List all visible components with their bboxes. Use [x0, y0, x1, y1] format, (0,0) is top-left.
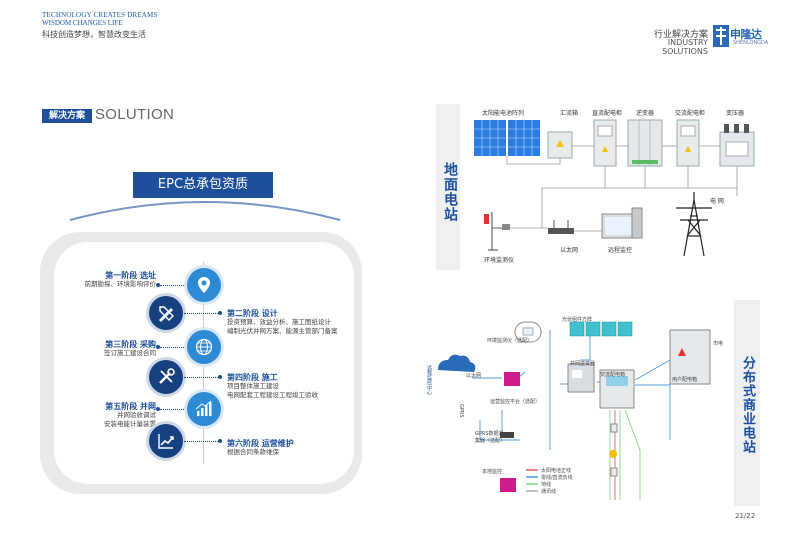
step2-desc-2: 编制光伏并网方案、能源主管部门备案	[227, 327, 338, 335]
solar-panel-icon	[474, 120, 540, 156]
location-pin-icon	[187, 268, 221, 302]
distributed-side-band	[734, 300, 760, 506]
tagline-en-1: TECHNOLOGY CREATES DREAMS	[42, 11, 158, 19]
socket-icon	[610, 423, 618, 433]
dist-label-pv-array: 光伏组件方阵	[562, 317, 593, 323]
wrench-screwdriver-icon	[149, 360, 183, 394]
section-title-cn: 行业解决方案	[653, 30, 708, 40]
dist-label-env-monitor: 环境监测仪（选配）	[487, 338, 533, 344]
ground-label-ethernet: 以太网	[560, 247, 579, 254]
computer-monitor-icon	[601, 207, 643, 239]
dist-label-ethernet: 以太网	[466, 373, 482, 379]
legend-item-2: 零线/直流负线	[541, 475, 573, 481]
bulb-icon	[609, 450, 617, 458]
step1-dot	[156, 283, 160, 287]
tagline-cn: 科技创造梦想，智慧改变生活	[42, 30, 146, 39]
step5-connector	[160, 409, 186, 410]
cloud-icon	[438, 354, 476, 372]
step5-dot	[156, 407, 160, 411]
ground-side-band	[436, 104, 460, 270]
dist-label-local-monitor: 本地监控	[482, 469, 503, 475]
power-pylon-icon	[676, 192, 712, 257]
dist-label-user-cabinet: 用户配电箱	[672, 377, 698, 383]
step3-dot	[156, 345, 160, 349]
ground-label-transformer: 变压器	[726, 110, 745, 117]
step4-dot	[218, 375, 222, 379]
step1-title: 第一阶段 选址	[105, 271, 156, 280]
design-tools-icon	[149, 296, 183, 330]
dist-label-utility: 市电	[713, 341, 724, 347]
step4-desc-1: 项目整体施工建设	[227, 382, 279, 390]
distributed-station-diagram	[438, 321, 711, 500]
globe-icon	[187, 330, 221, 364]
step6-title: 第六阶段 运营维护	[227, 439, 294, 448]
ground-label-dc-cabinet: 直流配电柜	[592, 110, 623, 117]
ground-label-combiner: 汇流箱	[560, 110, 579, 117]
legend-item-3: 地线	[541, 482, 552, 488]
growth-chart-icon	[149, 424, 183, 458]
step4-connector	[184, 377, 218, 378]
brand-sub: SHENLONGDA	[733, 40, 769, 46]
dist-label-ops-platform: 运营监控平台（选配）	[490, 399, 541, 405]
epc-title: EPC总承包资质	[133, 172, 273, 198]
transformer-icon	[719, 124, 755, 167]
step3-connector	[160, 347, 186, 348]
step6-connector	[184, 441, 218, 442]
step2-dot	[218, 311, 222, 315]
brand-logo-icon	[713, 25, 729, 47]
step4-title: 第四阶段 施工	[227, 373, 278, 382]
ground-station-diagram	[474, 119, 755, 257]
step2-title: 第二阶段 设计	[227, 309, 278, 318]
step5-desc-1: 并网验收调试	[117, 411, 156, 419]
dist-label-gprs: GPRS	[458, 404, 464, 418]
step3-title: 第三阶段 采购	[105, 340, 156, 349]
user-cabinet-icon	[669, 329, 711, 385]
step5-desc-2: 安装电能计量装置	[104, 420, 156, 428]
distributed-side-label: 分布式商业电站	[740, 356, 755, 454]
step6-dot	[218, 439, 222, 443]
legend-item-4: 通讯线	[541, 489, 557, 495]
step1-connector	[160, 285, 186, 286]
ground-label-remote: 远程监控	[608, 247, 633, 254]
router-icon	[548, 228, 574, 234]
dist-label-remote-center: 远程监控中心	[426, 365, 432, 395]
step4-desc-2: 电网配套工程建设工程竣工验收	[227, 391, 318, 399]
bar-chart-icon	[187, 392, 221, 426]
step2-desc-1: 投资预算、效益分析、施工图纸设计	[227, 318, 331, 326]
tagline-en-2: WISDOM CHANGES LIFE	[42, 19, 123, 27]
local-monitor-icon	[500, 478, 516, 492]
epc-swoosh	[69, 201, 341, 221]
ground-label-ac-cabinet: 交流配电柜	[675, 110, 706, 117]
pv-array-icon	[569, 321, 633, 337]
step6-desc: 根据合同条款维保	[227, 448, 279, 456]
monitoring-platform-icon	[504, 372, 520, 386]
weather-station-icon	[484, 212, 510, 251]
gprs-collector-icon	[500, 432, 514, 438]
dist-label-gprs-collector: GPRS数据采集器（选配）	[475, 431, 506, 444]
step2-connector	[184, 313, 218, 314]
ground-label-env-monitor: 环境监测仪	[484, 257, 515, 264]
step1-desc: 前期勘探、环境影响评价	[84, 280, 157, 288]
step3-desc: 签订施工建设合同	[104, 349, 156, 357]
legend-item-1: 太阳电池正线	[541, 468, 572, 474]
ground-label-panels: 太阳能电池阵列	[482, 110, 525, 117]
ground-label-grid: 电 网	[710, 198, 724, 205]
solution-tag: 解决方案	[42, 109, 92, 123]
dist-label-ac-box: 交流配电箱	[600, 372, 626, 378]
step5-title: 第五阶段 并网	[105, 402, 156, 411]
inverter-icon	[627, 119, 663, 167]
ground-side-label: 地面电站	[442, 162, 458, 222]
section-title-en: INDUSTRY SOLUTIONS	[662, 38, 708, 56]
brand-name: 申隆达	[730, 28, 762, 41]
solution-heading: SOLUTION	[95, 106, 175, 123]
dist-label-inverter: 并网逆变器	[570, 361, 596, 367]
page-number: 21/22	[735, 512, 756, 520]
ground-label-inverter: 逆变器	[636, 110, 655, 117]
